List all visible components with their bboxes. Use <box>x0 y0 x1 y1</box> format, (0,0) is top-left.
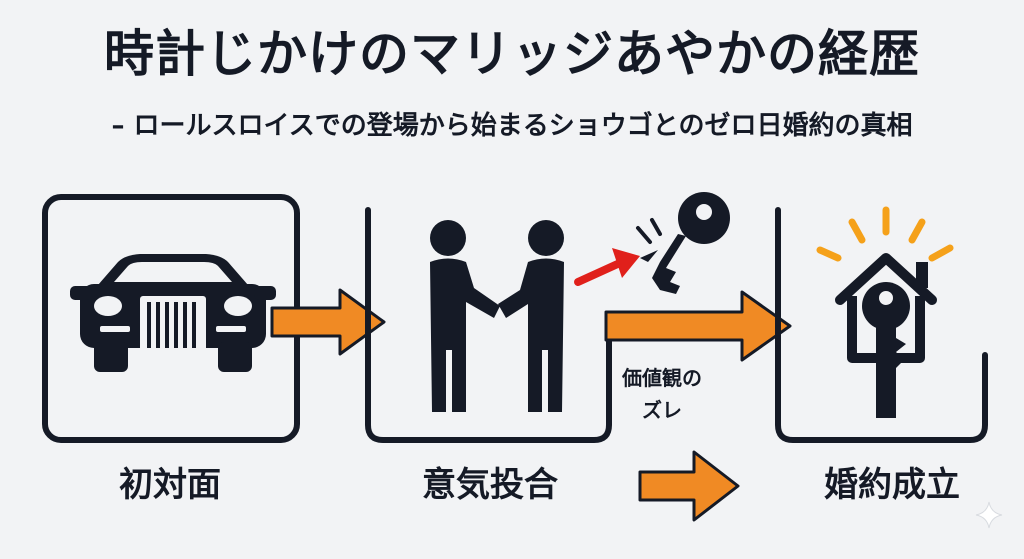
stage-label-first-meeting: 初対面 <box>119 465 221 505</box>
stage-frame-engagement <box>775 207 988 443</box>
stage-label-engagement: 婚約成立 <box>824 465 960 505</box>
flow-arrow-icon <box>270 288 386 356</box>
flow-arrow-icon <box>604 290 792 362</box>
flow-arrow-icon <box>638 450 740 522</box>
handshake-icon <box>430 220 564 412</box>
house-key-icon <box>835 253 937 418</box>
broken-key-icon <box>636 192 730 294</box>
stage-frame-connection <box>365 207 612 443</box>
rolls-royce-car-icon <box>70 254 276 372</box>
sparkle-icon <box>975 501 1003 529</box>
page-subtitle: – ロールスロイスでの登場から始まるショウゴとのゼロ日婚約の真相 <box>111 111 913 141</box>
red-arrow-icon <box>574 248 640 286</box>
glow-rays-icon <box>816 206 954 262</box>
stage-label-connection: 意気投合 <box>422 465 558 505</box>
value-gap-line2: ズレ <box>642 398 682 422</box>
page-title: 時計じかけのマリッジあやかの経歴 <box>104 25 920 83</box>
value-gap-note: 価値観の ズレ <box>612 362 712 426</box>
value-gap-line1: 価値観の <box>622 366 702 390</box>
